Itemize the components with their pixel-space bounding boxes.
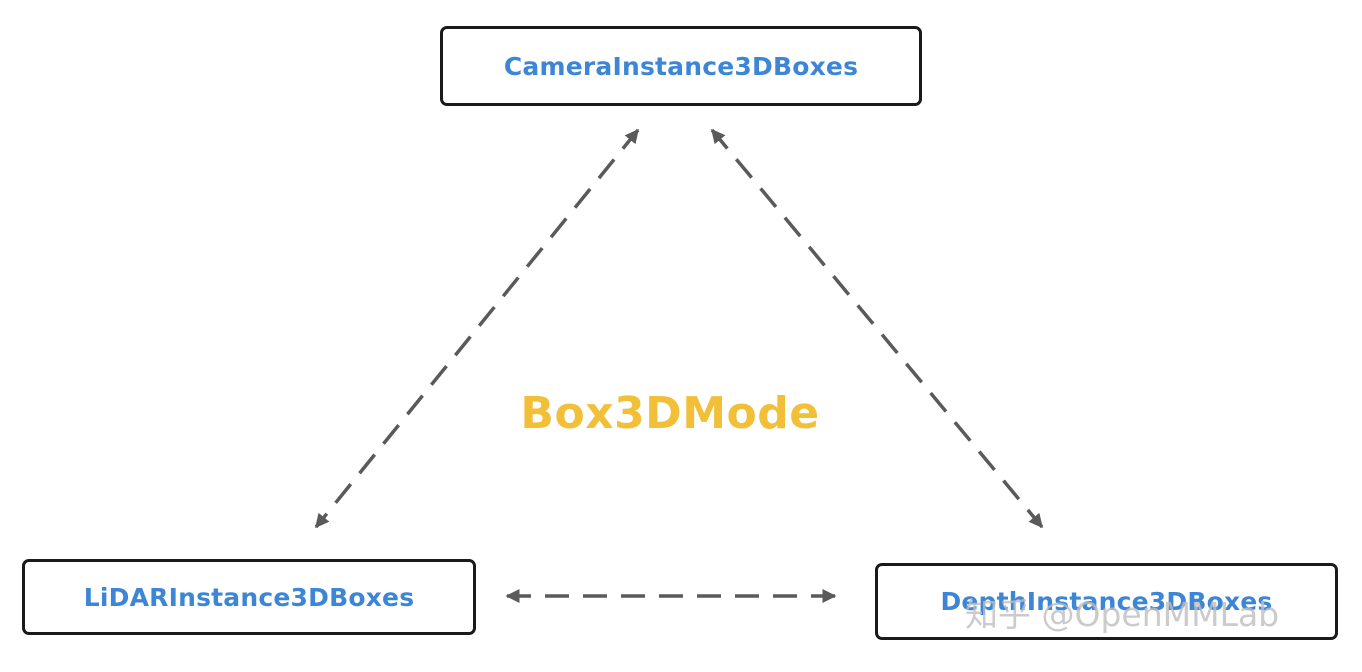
edge-camera-lidar	[314, 128, 640, 529]
watermark: 知乎 @OpenMMLab	[965, 595, 1280, 634]
node-camera-label: CameraInstance3DBoxes	[503, 51, 859, 81]
node-camera-instance-3d-boxes: CameraInstance3DBoxes	[440, 26, 922, 106]
node-depth-label: DepthInstance3DBoxes	[940, 587, 1273, 616]
node-lidar-label: LiDARInstance3DBoxes	[83, 582, 415, 612]
node-lidar-instance-3d-boxes: LiDARInstance3DBoxes	[22, 559, 476, 635]
node-depth-instance-3d-boxes: DepthInstance3DBoxes	[875, 563, 1338, 640]
center-label-box3dmode: Box3DMode	[520, 388, 820, 439]
edge-camera-depth	[710, 128, 1044, 529]
